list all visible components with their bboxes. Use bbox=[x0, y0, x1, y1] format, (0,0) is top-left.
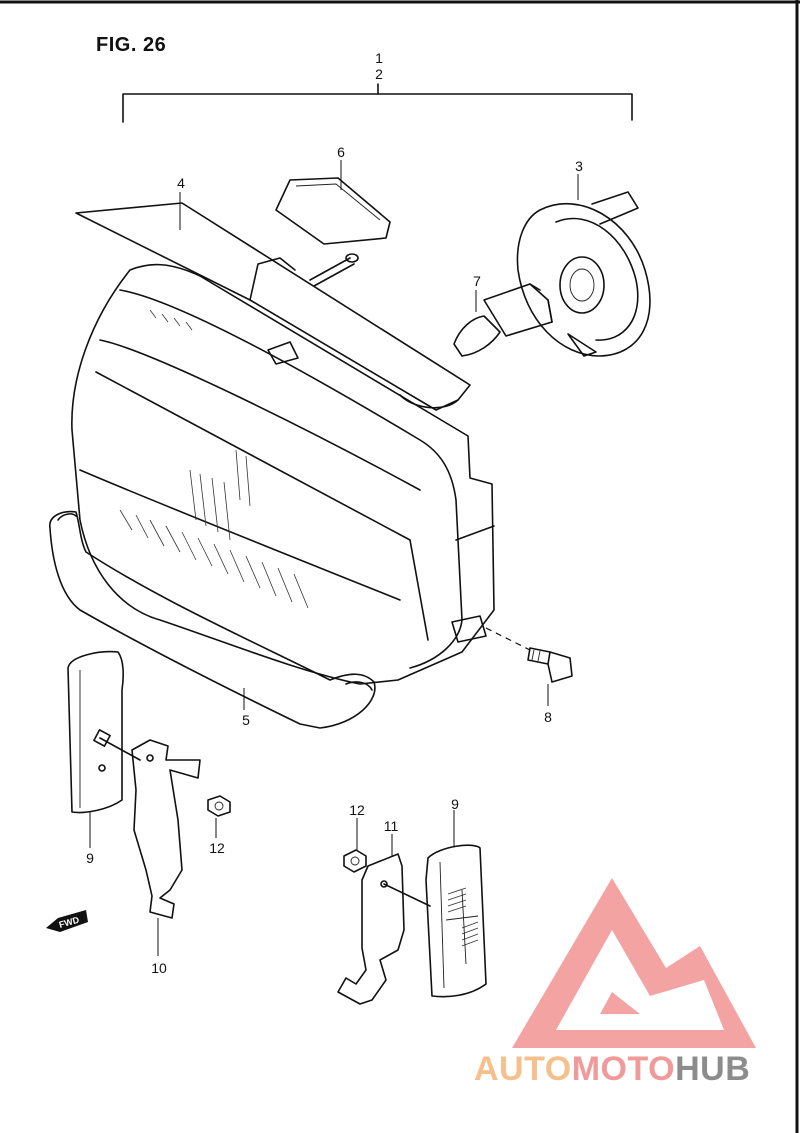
part-10-bracket bbox=[93, 729, 201, 919]
callout-5: 5 bbox=[242, 712, 250, 728]
callout-1: 1 bbox=[375, 50, 383, 66]
figure-title: FIG. 26 bbox=[96, 34, 167, 56]
brand-part-moto: MOTO bbox=[571, 1050, 676, 1088]
part-9-reflector-right bbox=[425, 844, 487, 998]
part-8-screw bbox=[485, 627, 573, 683]
callout-3: 3 bbox=[575, 158, 583, 174]
callout-9-left: 9 bbox=[86, 850, 94, 866]
callout-11: 11 bbox=[383, 818, 399, 834]
lens-hatching bbox=[119, 309, 309, 609]
callout-10: 10 bbox=[151, 960, 167, 976]
watermark-brand: AUTOMOTOHUB bbox=[474, 1050, 750, 1089]
watermark-logo-icon bbox=[512, 878, 756, 1048]
callout-4: 4 bbox=[177, 175, 185, 191]
callout-12-top: 12 bbox=[349, 802, 365, 818]
callout-12-left: 12 bbox=[209, 840, 225, 856]
fwd-arrow-icon: FWD bbox=[46, 910, 88, 932]
part-7-bulb bbox=[453, 283, 553, 357]
part-5-lower-trim bbox=[49, 510, 376, 729]
callout-9-right: 9 bbox=[451, 796, 459, 812]
adjuster-stud bbox=[309, 253, 359, 287]
part-11-bracket bbox=[337, 853, 431, 1005]
brand-part-hub: HUB bbox=[675, 1050, 751, 1088]
callout-8: 8 bbox=[544, 709, 552, 725]
part-12-nut-right bbox=[343, 849, 367, 873]
callout-2: 2 bbox=[375, 66, 383, 82]
brand-part-auto: AUTO bbox=[474, 1050, 572, 1088]
callout-6: 6 bbox=[337, 144, 345, 160]
part-6-cover-plate bbox=[275, 177, 391, 245]
callout-7: 7 bbox=[473, 273, 481, 289]
part-12-nut-left bbox=[207, 795, 231, 817]
leader-lines bbox=[89, 160, 579, 956]
part-3-socket-cover bbox=[516, 191, 651, 357]
part-4-visor bbox=[75, 202, 471, 411]
headlight-housing bbox=[71, 263, 495, 685]
part-9-reflector-left bbox=[67, 650, 124, 814]
assembly-bracket bbox=[122, 83, 633, 123]
